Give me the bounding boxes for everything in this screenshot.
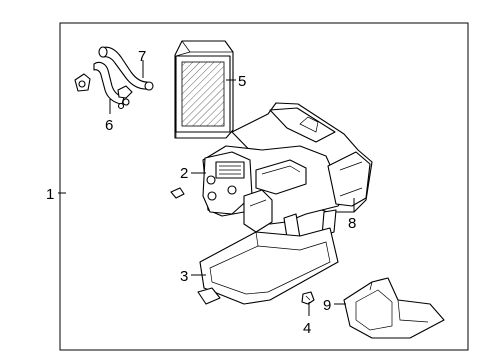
lower-case bbox=[197, 227, 339, 305]
heater-housing bbox=[170, 102, 373, 245]
assembly-frame bbox=[59, 22, 469, 351]
callout-8: 8 bbox=[348, 215, 356, 232]
callout-2: 2 bbox=[180, 165, 188, 182]
callout-3: 3 bbox=[180, 268, 188, 285]
callout-6: 6 bbox=[105, 117, 113, 134]
callout-5: 5 bbox=[238, 73, 246, 90]
heater-core bbox=[174, 40, 234, 139]
callout-4: 4 bbox=[303, 320, 311, 337]
heater-hose bbox=[74, 61, 133, 110]
clip bbox=[301, 291, 315, 305]
callout-9: 9 bbox=[323, 297, 331, 314]
leader-lines bbox=[58, 60, 355, 316]
callout-1: 1 bbox=[46, 186, 54, 203]
heater-pipe bbox=[98, 46, 154, 91]
lower-duct bbox=[343, 277, 445, 339]
callout-7: 7 bbox=[138, 48, 146, 65]
